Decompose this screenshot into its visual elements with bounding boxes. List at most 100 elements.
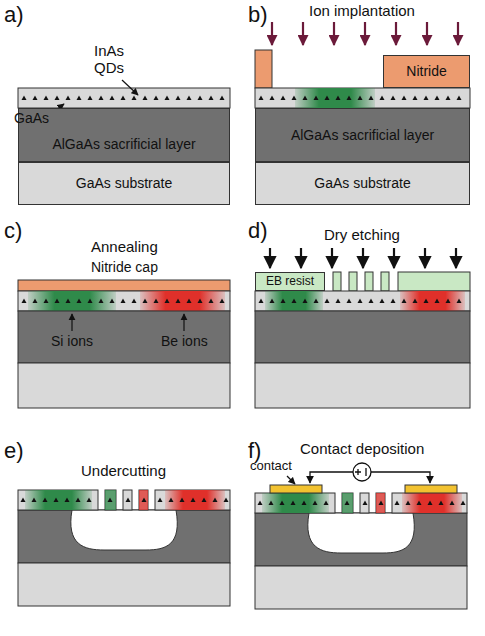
quantum-dot — [391, 299, 396, 304]
quantum-dot — [369, 299, 374, 304]
quantum-dot — [446, 96, 451, 101]
quantum-dot — [165, 299, 170, 304]
membrane-piece — [392, 493, 467, 513]
quantum-dot — [292, 96, 297, 101]
nitride-mask — [255, 50, 272, 88]
step-title: Annealing — [91, 238, 158, 255]
membrane-piece — [360, 493, 369, 513]
quantum-dot — [336, 96, 341, 101]
quantum-dot — [336, 299, 341, 304]
si-implant-region — [25, 490, 92, 510]
quantum-dot — [358, 96, 363, 101]
quantum-dot — [269, 501, 274, 506]
quantum-dot — [406, 501, 411, 506]
leader-arrow — [71, 314, 72, 331]
ion-beam-arrow — [271, 22, 273, 45]
si-implant-region — [28, 291, 116, 311]
quantum-dot — [132, 299, 137, 304]
quantum-dot — [224, 498, 229, 503]
quantum-dot — [202, 498, 207, 503]
quantum-dot — [142, 498, 147, 503]
quantum-dot — [209, 299, 214, 304]
etch-arrow — [455, 248, 457, 268]
quantum-dot — [187, 96, 192, 101]
quantum-dot — [22, 96, 27, 101]
quantum-dot — [99, 96, 104, 101]
source-polarity — [355, 468, 366, 476]
layer-text: Nitride — [406, 63, 446, 79]
membrane-piece — [376, 493, 385, 513]
quantum-dot — [292, 299, 297, 304]
wire — [310, 472, 353, 483]
be-implant-region — [400, 291, 465, 311]
quantum-dot — [457, 96, 462, 101]
quantum-dot — [108, 498, 113, 503]
callout-label: contact — [250, 459, 292, 474]
resist-pillar — [333, 272, 341, 291]
quantum-dot — [99, 299, 104, 304]
quantum-dot — [22, 299, 27, 304]
quantum-dot — [435, 96, 440, 101]
quantum-dot — [121, 299, 126, 304]
resist-pillar — [365, 272, 373, 291]
quantum-dot — [33, 299, 38, 304]
quantum-dot — [180, 498, 185, 503]
ion-beam-arrow — [457, 22, 459, 45]
quantum-dot — [302, 501, 307, 506]
etch-arrow — [393, 248, 395, 268]
quantum-dot — [391, 96, 396, 101]
membrane-piece — [139, 490, 148, 510]
quantum-dot — [325, 299, 330, 304]
quantum-dot — [21, 498, 26, 503]
quantum-dot — [303, 299, 308, 304]
quantum-dot — [347, 299, 352, 304]
ion-beam-arrow — [364, 22, 366, 45]
quantum-dot — [281, 299, 286, 304]
quantum-dot — [154, 299, 159, 304]
quantum-dot — [198, 299, 203, 304]
membrane-piece — [255, 493, 335, 513]
quantum-dot — [259, 96, 264, 101]
quantum-dot — [176, 96, 181, 101]
quantum-dot — [450, 501, 455, 506]
step-title: Dry etching — [324, 226, 400, 243]
quantum-dot — [314, 299, 319, 304]
membrane-piece — [18, 490, 98, 510]
quantum-dot — [87, 498, 92, 503]
layer-text: AlGaAs sacrificial layer — [52, 136, 195, 152]
quantum-dot — [280, 501, 285, 506]
quantum-dot — [259, 299, 264, 304]
quantum-dot — [132, 96, 137, 101]
quantum-dot — [347, 96, 352, 101]
layer-text: AlGaAs sacrificial layer — [291, 127, 434, 143]
layer-text: EB resist — [266, 275, 314, 289]
gaas-substrate — [18, 363, 230, 408]
quantum-dot — [380, 299, 385, 304]
resist-pillar — [381, 272, 389, 291]
quantum-dot — [55, 96, 60, 101]
quantum-dot — [291, 501, 296, 506]
quantum-dot — [395, 501, 400, 506]
be-implant-region — [376, 493, 385, 513]
gaas-layer — [18, 291, 230, 311]
quantum-dot — [270, 299, 275, 304]
quantum-dot — [32, 498, 37, 503]
gaas-substrate — [255, 566, 467, 609]
panel-letter: b) — [248, 2, 268, 27]
quantum-dot — [402, 96, 407, 101]
quantum-dot — [154, 96, 159, 101]
be-implant-region — [139, 490, 148, 510]
drawing-part — [18, 490, 230, 606]
quantum-dot — [76, 498, 81, 503]
ion-beam-arrow — [395, 22, 397, 45]
quantum-dot — [110, 96, 115, 101]
quantum-dot — [363, 501, 368, 506]
leader-arrow — [287, 476, 295, 484]
quantum-dot — [435, 299, 440, 304]
quantum-dot — [213, 498, 218, 503]
quantum-dot — [325, 96, 330, 101]
quantum-dot — [44, 96, 49, 101]
quantum-dot — [165, 96, 170, 101]
algaas-layer — [255, 311, 470, 363]
quantum-dot — [44, 299, 49, 304]
